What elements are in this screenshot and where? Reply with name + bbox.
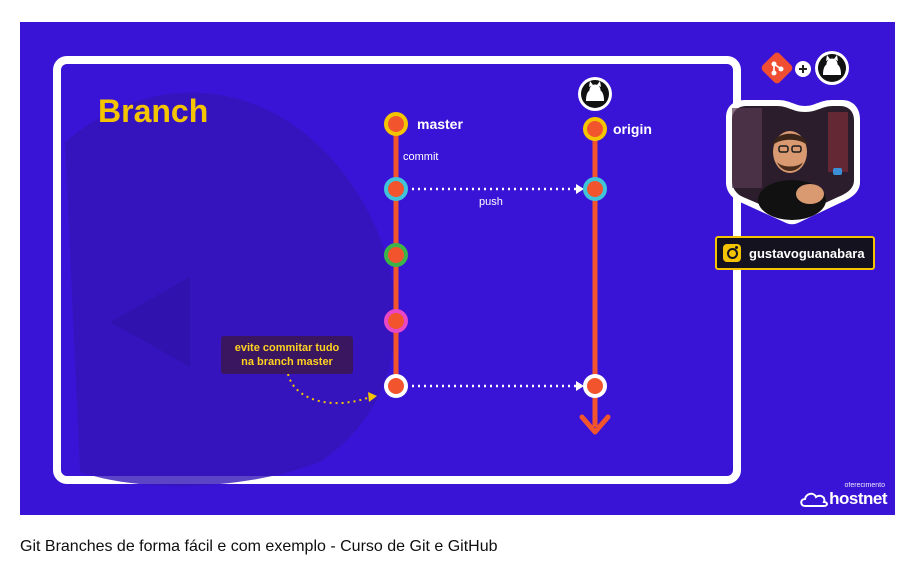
origin-label: origin bbox=[613, 121, 652, 137]
master-head-node bbox=[384, 112, 408, 136]
decor-shape-2 bbox=[110, 277, 190, 367]
origin-commit-2 bbox=[583, 374, 607, 398]
sponsor-watermark: oferecimento hostnet bbox=[799, 482, 887, 509]
git-icon bbox=[761, 52, 793, 84]
sponsor-brand: hostnet bbox=[829, 489, 887, 508]
github-logo-icon bbox=[815, 51, 849, 85]
tip-arrow-head bbox=[368, 392, 377, 402]
video-player[interactable]: Branch master origin commit push bbox=[20, 22, 895, 515]
tip-arrow bbox=[287, 373, 371, 404]
push-label: push bbox=[479, 196, 503, 208]
instagram-handle: gustavoguanabara bbox=[749, 245, 865, 261]
push-arrow-1-head bbox=[576, 184, 584, 194]
commit-label: commit bbox=[403, 151, 438, 163]
webcam-person bbox=[758, 131, 842, 220]
video-title[interactable]: Git Branches de forma fácil e com exempl… bbox=[20, 538, 498, 555]
slide-canvas: Branch master origin commit push bbox=[53, 51, 860, 486]
master-commit-2 bbox=[384, 243, 408, 267]
origin-head-node bbox=[583, 117, 607, 141]
master-commit-4 bbox=[384, 374, 408, 398]
tip-line-1: evite commitar tudo bbox=[234, 342, 340, 354]
sponsor-small-text: oferecimento bbox=[844, 482, 885, 489]
plus-icon bbox=[795, 61, 811, 77]
master-label: master bbox=[417, 116, 463, 132]
master-commit-1 bbox=[384, 177, 408, 201]
push-arrow-2-head bbox=[576, 381, 584, 391]
instagram-handle-badge: gustavoguanabara bbox=[715, 236, 875, 270]
cloud-icon bbox=[800, 492, 829, 507]
tip-box: evite commitar tudo na branch master bbox=[221, 336, 353, 374]
github-icon bbox=[578, 77, 612, 111]
origin-commit-1 bbox=[583, 177, 607, 201]
origin-arrow-head bbox=[579, 414, 611, 435]
decor-shape bbox=[65, 92, 396, 486]
slide-heading: Branch bbox=[98, 93, 208, 129]
tip-line-2: na branch master bbox=[241, 356, 333, 368]
master-commit-3 bbox=[384, 309, 408, 333]
instagram-icon bbox=[723, 244, 741, 262]
